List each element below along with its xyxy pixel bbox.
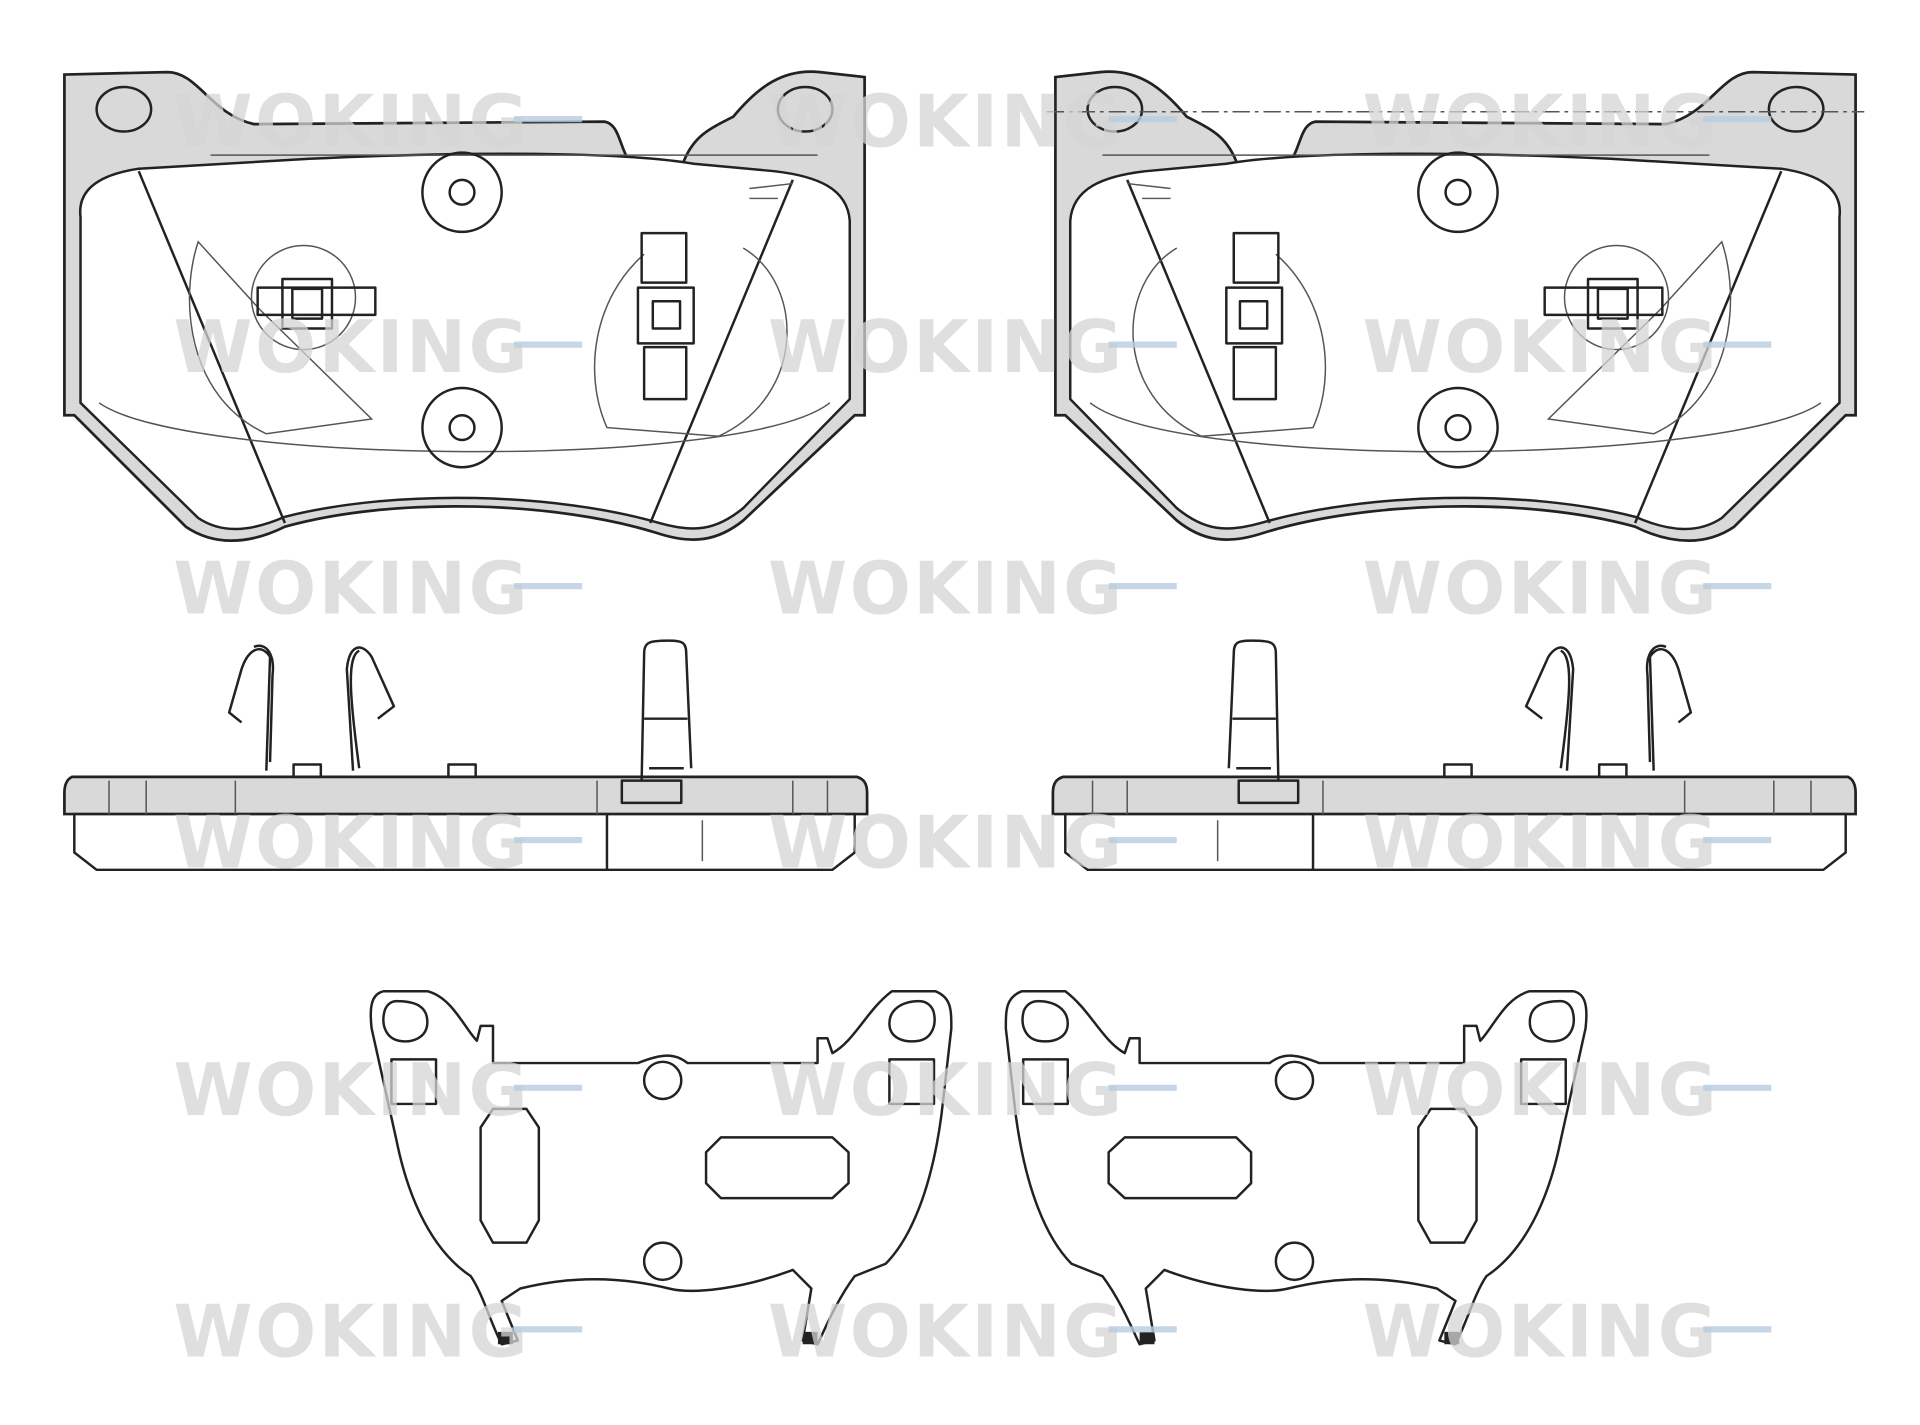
watermark-text: WOKING bbox=[768, 1048, 1125, 1132]
watermark-text: WOKING bbox=[173, 546, 530, 630]
watermark-text: WOKING bbox=[173, 1048, 530, 1132]
watermark-text: WOKING bbox=[768, 1290, 1125, 1374]
watermark-text: WOKING bbox=[1363, 546, 1720, 630]
watermark-text: WOKING bbox=[768, 79, 1125, 163]
watermark-text: WOKING bbox=[173, 79, 530, 163]
watermark-text: WOKING bbox=[1363, 800, 1720, 884]
watermark-text: WOKING bbox=[768, 305, 1125, 389]
watermarks: WOKING WOKING WOKING WOKING WOKING WOKING WOKI… bbox=[173, 79, 1772, 1374]
watermark-text: WOKING bbox=[768, 546, 1125, 630]
watermark-text: WOKING bbox=[1363, 1290, 1720, 1374]
watermark-text: WOKING bbox=[173, 1290, 530, 1374]
watermark-text: WOKING bbox=[768, 800, 1125, 884]
watermark-text: WOKING bbox=[1363, 305, 1720, 389]
watermark-text: WOKING bbox=[1363, 79, 1720, 163]
watermark-text: WOKING bbox=[173, 800, 530, 884]
watermark-text: WOKING bbox=[1363, 1048, 1720, 1132]
watermark-text: WOKING bbox=[173, 305, 530, 389]
